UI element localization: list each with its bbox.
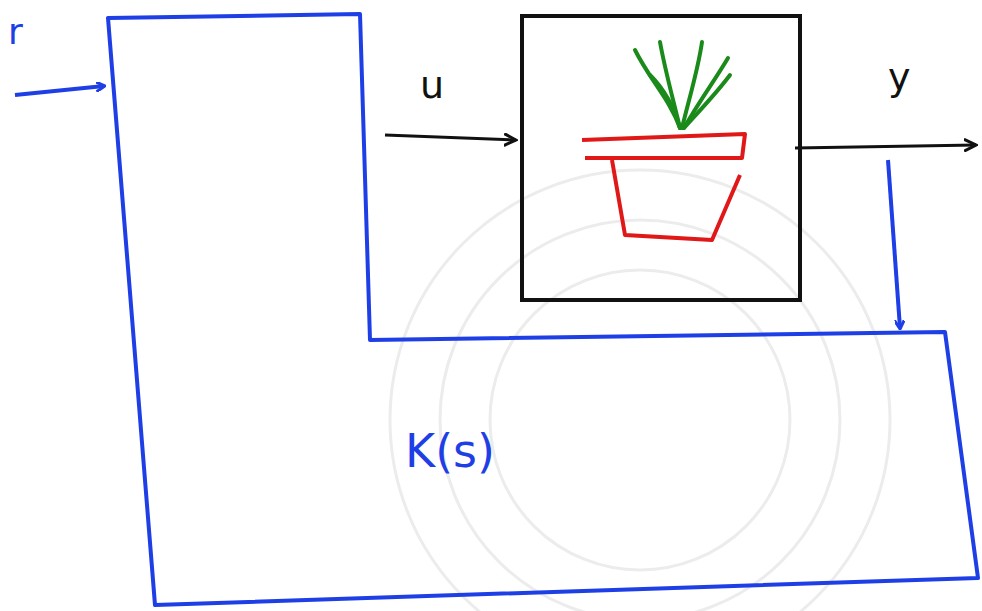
controller-label: K(s) [405,428,495,474]
signal-name: u [420,66,444,104]
control-arrow [385,135,516,140]
plant-box [522,16,800,300]
plant-pot [582,134,745,240]
plant-leaves [635,42,730,128]
signal-name: y [888,58,911,96]
output-arrow [795,145,976,148]
controller-outline [100,8,982,611]
feedback-arrow [888,160,900,328]
signal-name: r [8,14,23,50]
controller-block: K(s) [100,8,982,611]
reference-arrow [15,86,104,95]
